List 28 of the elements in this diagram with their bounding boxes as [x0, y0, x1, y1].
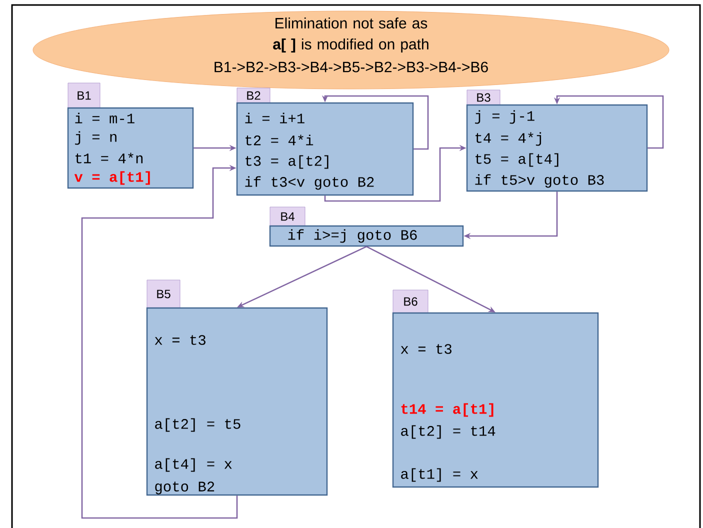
code-line: j = j-1 — [475, 110, 534, 124]
code-line: goto B2 — [155, 482, 214, 494]
code-line: i = i+1 — [245, 112, 304, 124]
code-line: a[t1] = x — [401, 468, 478, 482]
block-tag: B1 — [68, 82, 100, 108]
code-line: t3 = a[t2] — [246, 155, 328, 169]
code-line: a[t2] = t5 — [155, 418, 240, 432]
block-tag: B6 — [392, 290, 428, 314]
block-tag: B3 — [466, 90, 500, 106]
code-line: x = t3 — [400, 344, 452, 354]
code-line: if t5>v goto B3 — [475, 174, 604, 188]
code-line: t2 = 4*i — [246, 134, 314, 146]
block-tag: B2 — [236, 88, 270, 104]
code-line: t5 = a[t4] — [476, 153, 558, 167]
code-line: i = m-1 — [75, 112, 134, 124]
code-line: if i>=j goto B6 — [288, 229, 417, 243]
code-line: if t3<v goto B2 — [245, 176, 374, 190]
code-line: t1 = 4*n — [76, 152, 143, 164]
code-line: a[t2] = t14 — [401, 425, 496, 439]
code-line: t4 = 4*j — [476, 132, 542, 146]
block-tag: B4 — [270, 206, 306, 226]
block-tag: B5 — [146, 280, 180, 308]
code-line: v = a[t1] — [74, 171, 150, 185]
code-line: j = n — [75, 131, 116, 145]
code-line: a[t4] = x — [155, 458, 232, 472]
code-line: t14 = a[t1] — [401, 403, 494, 417]
code-line: x = t3 — [154, 335, 206, 345]
arrow — [81, 164, 238, 519]
